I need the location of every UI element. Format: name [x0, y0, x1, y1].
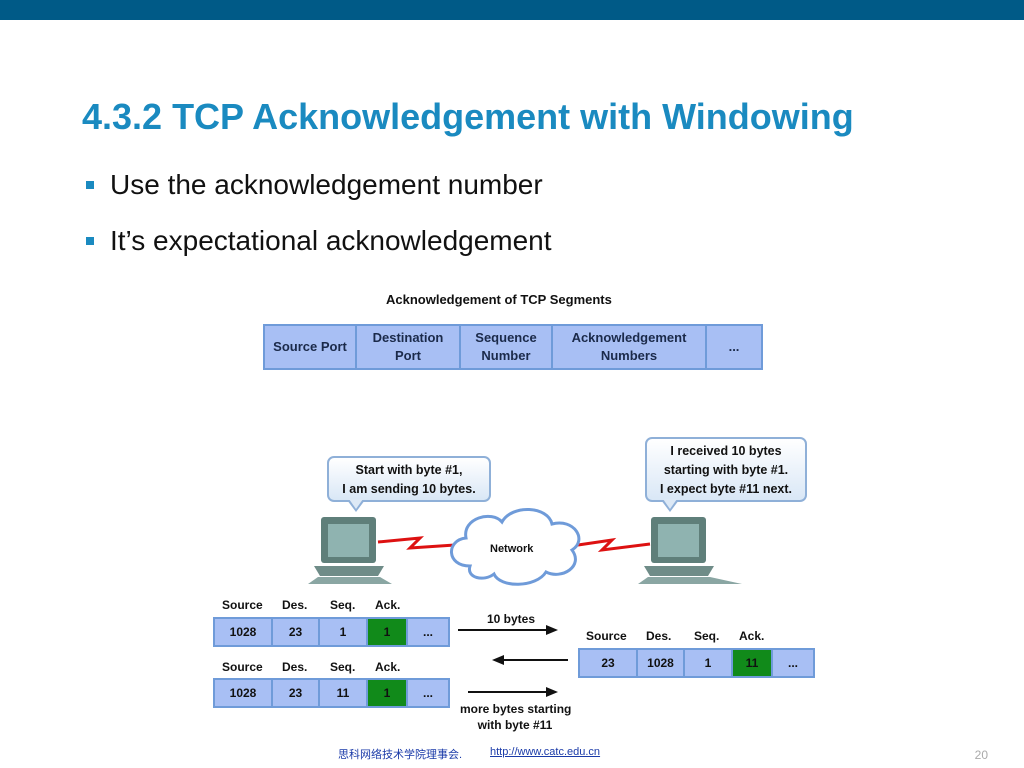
column-label-source: Source — [222, 598, 263, 612]
segment-source: 23 — [580, 650, 638, 676]
header-field-label: ... — [728, 339, 740, 354]
bullet-square-icon — [86, 237, 94, 245]
footer-link[interactable]: http://www.catc.edu.cn — [490, 746, 601, 758]
header-field-destination-port: Destination Port — [357, 326, 461, 368]
bubble-line: I am sending 10 bytes. — [342, 482, 476, 496]
column-label-ack: Ack. — [375, 598, 401, 612]
arrow-send-right-2 — [468, 687, 558, 697]
page-number: 20 — [974, 748, 988, 762]
segment-des: 23 — [273, 619, 320, 645]
column-label-source: Source — [586, 629, 627, 643]
header-field-label: Sequence Number — [475, 330, 537, 363]
column-label-des: Des. — [646, 629, 672, 643]
bubble-tail-inner — [349, 499, 363, 509]
segment-column-labels: Source Des. Seq. Ack. — [586, 629, 779, 643]
bullet-list: Use the acknowledgement number It’s expe… — [86, 168, 552, 280]
bullet-square-icon — [86, 181, 94, 189]
top-bar — [0, 0, 1024, 20]
segment-column-labels: Source Des. Seq. Ack. — [222, 660, 415, 674]
header-field-source-port: Source Port — [265, 326, 357, 368]
footer-organization: 思科网络技术学院理事会. — [338, 749, 463, 761]
header-field-label: Acknowledgement Numbers — [571, 330, 687, 363]
column-label-ack: Ack. — [739, 629, 765, 643]
bubble-line: Start with byte #1, — [355, 463, 463, 477]
segment-row-2: 23 1028 1 11 ... — [578, 648, 815, 678]
segment-column-labels: Source Des. Seq. Ack. — [222, 598, 415, 612]
header-field-label: Source Port — [273, 339, 347, 354]
sender-speech-bubble: Start with byte #1, I am sending 10 byte… — [327, 456, 491, 512]
segment-seq: 11 — [320, 680, 368, 706]
segment-seq: 1 — [685, 650, 733, 676]
tcp-header-table: Source Port Destination Port Sequence Nu… — [263, 324, 763, 370]
segment-des: 23 — [273, 680, 320, 706]
bullet-item: Use the acknowledgement number — [86, 168, 552, 202]
bullet-item: It’s expectational acknowledgement — [86, 224, 552, 258]
segment-row-1: 1028 23 1 1 ... — [213, 617, 450, 647]
column-label-seq: Seq. — [330, 660, 356, 674]
network-link-left — [377, 536, 456, 550]
column-label-des: Des. — [282, 598, 308, 612]
segment-row-3: 1028 23 11 1 ... — [213, 678, 450, 708]
header-field-label: Destination Port — [372, 330, 444, 363]
column-label-seq: Seq. — [694, 629, 720, 643]
arrow-label-line: with byte #11 — [477, 718, 553, 732]
computer-left-icon — [308, 517, 392, 584]
segment-ack: 11 — [733, 650, 773, 676]
bullet-text: Use the acknowledgement number — [110, 169, 543, 200]
header-field-more: ... — [707, 326, 761, 368]
bullet-text: It’s expectational acknowledgement — [110, 225, 552, 256]
segment-more: ... — [422, 686, 433, 700]
header-field-acknowledgement-numbers: Acknowledgement Numbers — [553, 326, 707, 368]
column-label-ack: Ack. — [375, 660, 401, 674]
segment-more: ... — [787, 656, 798, 670]
bubble-line: I expect byte #11 next. — [659, 482, 792, 496]
segment-source: 1028 — [215, 619, 273, 645]
bubble-line: starting with byte #1. — [663, 463, 789, 477]
segment-ack: 1 — [368, 619, 408, 645]
header-field-sequence-number: Sequence Number — [461, 326, 553, 368]
header-diagram-caption: Acknowledgement of TCP Segments — [386, 292, 612, 307]
column-label-des: Des. — [282, 660, 308, 674]
arrow-label-more-bytes: more bytes starting with byte #11 — [460, 701, 572, 733]
segment-ack: 1 — [368, 680, 408, 706]
segment-des: 1028 — [638, 650, 685, 676]
computer-right-icon — [638, 517, 742, 584]
network-link-right — [577, 537, 651, 553]
column-label-source: Source — [222, 660, 263, 674]
network-label: Network — [490, 543, 534, 555]
arrow-label-line: more bytes starting — [460, 702, 572, 716]
network-cloud-icon — [450, 508, 581, 586]
segment-more: ... — [422, 625, 433, 639]
arrow-ack-left — [492, 655, 568, 665]
bubble-tail-inner — [663, 499, 677, 509]
slide-title: 4.3.2 TCP Acknowledgement with Windowing — [82, 96, 854, 137]
bubble-line: I received 10 bytes — [670, 444, 782, 458]
segment-seq: 1 — [320, 619, 368, 645]
arrow-label-10-bytes: 10 bytes — [487, 612, 536, 626]
receiver-speech-bubble: I received 10 bytes starting with byte #… — [645, 437, 807, 512]
column-label-seq: Seq. — [330, 598, 356, 612]
segment-source: 1028 — [215, 680, 273, 706]
arrow-send-right-1 — [458, 625, 558, 635]
